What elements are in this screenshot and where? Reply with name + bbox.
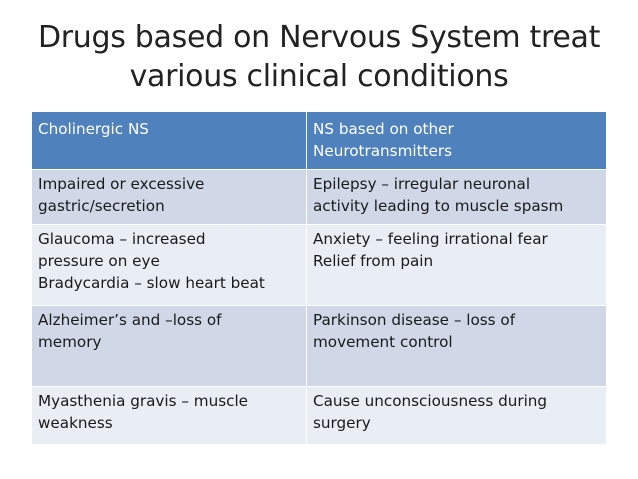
header-line: NS based on other bbox=[313, 120, 454, 138]
table-row: Myasthenia gravis – muscle weakness Caus… bbox=[32, 387, 606, 445]
cell-line: pressure on eye bbox=[38, 252, 160, 270]
cell-line: Epilepsy – irregular neuronal bbox=[313, 175, 531, 193]
cell-line: Alzheimer’s and –loss of bbox=[38, 311, 222, 329]
conditions-table: Cholinergic NS NS based on other Neurotr… bbox=[32, 112, 606, 445]
table-cell: Impaired or excessive gastric/secretion bbox=[32, 170, 307, 225]
cell-line: memory bbox=[38, 333, 102, 351]
table-header-row: Cholinergic NS NS based on other Neurotr… bbox=[32, 112, 606, 170]
header-cholinergic: Cholinergic NS bbox=[32, 112, 307, 170]
slide-title: Drugs based on Nervous System treat vari… bbox=[0, 18, 638, 96]
table-cell: Glaucoma – increased pressure on eye Bra… bbox=[32, 225, 307, 306]
header-line: Cholinergic NS bbox=[38, 120, 149, 138]
cell-line: Relief from pain bbox=[313, 252, 434, 270]
cell-line: Impaired or excessive bbox=[38, 175, 205, 193]
header-other-neurotransmitters: NS based on other Neurotransmitters bbox=[307, 112, 606, 170]
slide-title-line-2: various clinical conditions bbox=[129, 59, 509, 94]
slide-title-line-1: Drugs based on Nervous System treat bbox=[37, 20, 601, 55]
header-line: Neurotransmitters bbox=[313, 142, 453, 160]
table-cell: Parkinson disease – loss of movement con… bbox=[307, 306, 606, 387]
table-cell: Anxiety – feeling irrational fear Relief… bbox=[307, 225, 606, 306]
table-cell: Alzheimer’s and –loss of memory bbox=[32, 306, 307, 387]
table-cell: Cause unconsciousness during surgery bbox=[307, 387, 606, 445]
cell-line: Glaucoma – increased bbox=[38, 230, 206, 248]
cell-line: Anxiety – feeling irrational fear bbox=[313, 230, 548, 248]
table-row: Alzheimer’s and –loss of memory Parkinso… bbox=[32, 306, 606, 387]
table-row: Glaucoma – increased pressure on eye Bra… bbox=[32, 225, 606, 306]
table-row: Impaired or excessive gastric/secretion … bbox=[32, 170, 606, 225]
cell-line: movement control bbox=[313, 333, 453, 351]
table-cell: Epilepsy – irregular neuronal activity l… bbox=[307, 170, 606, 225]
cell-line: gastric/secretion bbox=[38, 197, 165, 215]
cell-line: weakness bbox=[38, 414, 113, 432]
cell-line: Bradycardia – slow heart beat bbox=[38, 274, 265, 292]
table-cell: Myasthenia gravis – muscle weakness bbox=[32, 387, 307, 445]
cell-line: Myasthenia gravis – muscle bbox=[38, 392, 249, 410]
cell-line: Cause unconsciousness during bbox=[313, 392, 548, 410]
cell-line: Parkinson disease – loss of bbox=[313, 311, 516, 329]
cell-line: activity leading to muscle spasm bbox=[313, 197, 564, 215]
cell-line: surgery bbox=[313, 414, 371, 432]
